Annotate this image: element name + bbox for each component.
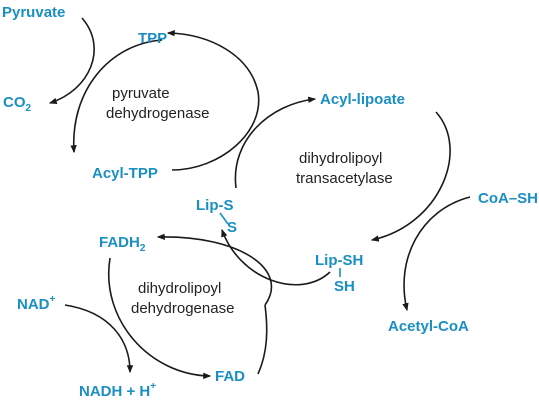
acyl-tpp-label: Acyl-TPP xyxy=(92,165,158,182)
tpp-label: TPP xyxy=(138,30,167,47)
enzyme2-label-line2: transacetylase xyxy=(296,170,393,187)
lip-sh-label: Lip-SH xyxy=(315,252,363,269)
lip-s-dash xyxy=(219,212,229,225)
acyl-lipoate-label: Acyl-lipoate xyxy=(320,91,405,108)
cycle3-upper-arc-arrow xyxy=(156,233,273,306)
co2-label: CO2 xyxy=(3,94,32,114)
s-label: S xyxy=(227,219,237,236)
cycle3-fad-return-arc xyxy=(257,304,268,375)
cycle2-right-arc-arrow xyxy=(370,111,451,242)
pyruvate-label: Pyruvate xyxy=(2,4,65,21)
enzyme3-label-line1: dihydrolipoyl xyxy=(138,280,221,297)
enzyme2-label-line1: dihydrolipoyl xyxy=(299,150,382,167)
fadh2-label: FADH2 xyxy=(99,234,146,254)
nadh-label: NADH + H+ xyxy=(79,381,156,400)
enzyme1-label-line2: dehydrogenase xyxy=(106,105,209,122)
pyruvate-to-co2-arrow xyxy=(48,17,95,104)
coa-to-acetylcoa-arrow xyxy=(402,196,471,312)
fad-label: FAD xyxy=(215,368,245,385)
enzyme1-label-line1: pyruvate xyxy=(112,85,170,102)
cycle3-left-arc-arrow xyxy=(107,257,212,380)
nad-label: NAD+ xyxy=(17,294,56,313)
sh-label: SH xyxy=(334,278,355,295)
cycle2-lower-arc-arrow xyxy=(221,228,331,286)
cycle2-upper-arc-arrow xyxy=(234,96,317,189)
cycle1-right-arc-arrow xyxy=(166,29,260,171)
enzyme3-label-line2: dehydrogenase xyxy=(131,300,234,317)
cycle1-left-arc-arrow xyxy=(70,39,163,154)
lip-s-label: Lip-S xyxy=(196,197,234,214)
acetyl-coa-label: Acetyl-CoA xyxy=(388,318,469,335)
coa-sh-label: CoA–SH xyxy=(478,190,538,207)
nad-to-nadh-arrow xyxy=(64,304,134,374)
